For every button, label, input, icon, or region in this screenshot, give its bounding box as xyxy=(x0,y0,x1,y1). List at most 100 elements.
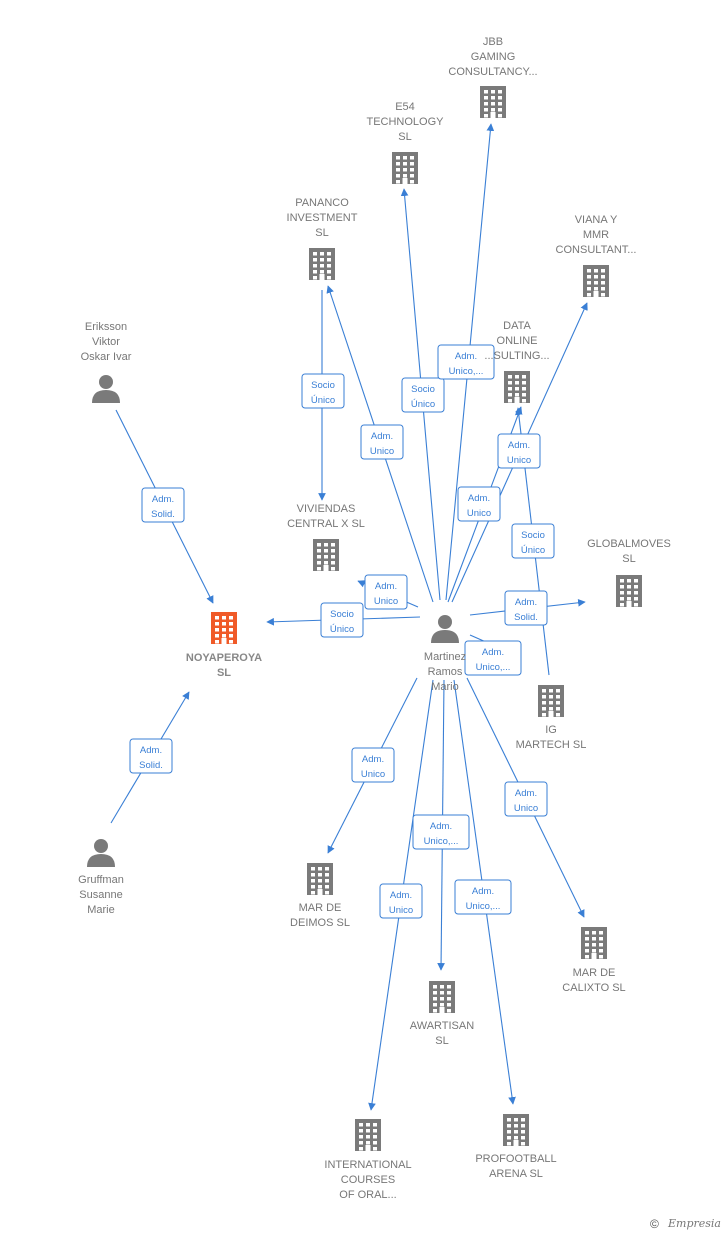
node-label-line: CONSULTANT... xyxy=(556,244,637,256)
edge-tag-box xyxy=(454,879,512,915)
node-dataonline[interactable]: DATAONLINE...SULTING... xyxy=(484,320,550,403)
edge-tag-text: Adm. xyxy=(455,351,477,362)
edge-tag-text: Adm. xyxy=(515,597,537,608)
building-icon xyxy=(309,248,335,280)
edge-tag-box xyxy=(351,747,395,783)
edge-tag-martinez-to-marcalixto[interactable]: Adm.Unico xyxy=(504,781,548,817)
building-icon xyxy=(211,612,237,644)
node-label-line: PROFOOTBALL xyxy=(475,1153,556,1165)
node-label-line: JBB xyxy=(483,36,503,48)
node-label-line: Ramos xyxy=(428,666,463,678)
edge-tag-martinez-to-profootball[interactable]: Adm. Unico,... xyxy=(454,879,512,915)
building-icon xyxy=(392,152,418,184)
edge-tag-text: Adm. xyxy=(472,886,494,897)
node-label-line: GLOBALMOVES xyxy=(587,538,671,550)
building-icon xyxy=(307,863,333,895)
building-icon xyxy=(616,575,642,607)
node-noyaperoya[interactable]: NOYAPEROYA SL xyxy=(186,612,262,679)
edge-tag-text: Adm. xyxy=(152,494,174,505)
edge-tag-text: Unico xyxy=(389,905,413,916)
node-label-line: NOYAPEROYA xyxy=(186,652,262,664)
node-jbb[interactable]: JBBGAMINGCONSULTANCY... xyxy=(448,36,538,118)
node-label-line: MAR DE xyxy=(299,902,342,914)
edge-tag-box xyxy=(464,640,522,676)
edge-tag-text: Único xyxy=(411,399,435,410)
person-icon xyxy=(92,375,120,403)
node-awartisan[interactable]: AWARTISAN SL xyxy=(410,981,474,1047)
edge-tag-martinez-to-viana[interactable]: Adm.Unico xyxy=(457,486,501,522)
node-label-line: Eriksson xyxy=(85,321,127,333)
brand-logo-text[interactable]: Empresia xyxy=(667,1217,721,1230)
edge-tag-eriksson-to-noyaperoya[interactable]: Adm.Solid. xyxy=(141,487,185,523)
edge-tag-text: Unico xyxy=(374,596,398,607)
edge-tag-martinez-to-pananco[interactable]: Adm.Unico xyxy=(360,424,404,460)
edge-tag-text: Adm. xyxy=(508,440,530,451)
edge-tag-box xyxy=(379,883,423,919)
node-label-line: VIANA Y xyxy=(575,214,618,226)
node-label-line: CALIXTO SL xyxy=(562,982,625,994)
edge-tag-box xyxy=(301,373,345,409)
edge-tag-box xyxy=(320,602,364,638)
node-label-line: INVESTMENT xyxy=(287,212,358,224)
node-label-line: SL xyxy=(622,553,635,565)
copyright-symbol: © xyxy=(650,1217,659,1231)
edge-tag-box xyxy=(437,344,495,380)
node-label-line: SL xyxy=(217,667,231,679)
edge-tag-martinez-to-igmartech[interactable]: Adm.Unico,... xyxy=(464,640,522,676)
node-label-line: MMR xyxy=(583,229,609,241)
edge-tag-text: Adm. xyxy=(430,821,452,832)
node-label-line: Gruffman xyxy=(78,874,124,886)
edge-tag-text: Único xyxy=(521,545,545,556)
edge-tag-text: Socio xyxy=(521,530,545,541)
edge-tag-martinez-to-mardeimos[interactable]: Adm.Unico xyxy=(351,747,395,783)
edge-tag-text: Adm. xyxy=(140,745,162,756)
building-icon xyxy=(480,86,506,118)
node-label-line: SL xyxy=(398,131,411,143)
node-viana[interactable]: VIANA Y MMR CONSULTANT... xyxy=(556,214,637,297)
node-label-line: SL xyxy=(435,1035,448,1047)
node-label-line: DATA xyxy=(503,320,531,332)
edge-tag-box xyxy=(412,814,470,850)
edge-tag-martinez-to-globalmoves[interactable]: Adm.Solid. xyxy=(504,590,548,626)
edge-tag-martinez-to-international[interactable]: Adm.Unico xyxy=(379,883,423,919)
edge-tag-box xyxy=(504,590,548,626)
node-label-line: OF ORAL... xyxy=(339,1189,396,1201)
node-globalmoves[interactable]: GLOBALMOVES SL xyxy=(587,538,671,607)
edge-tag-box xyxy=(511,523,555,559)
building-icon xyxy=(313,539,339,571)
edge-tag-martinez-to-jbb[interactable]: Adm.Unico,... xyxy=(437,344,495,380)
node-label-line: Susanne xyxy=(79,889,122,901)
edge-tag-text: Unico,... xyxy=(424,836,459,847)
edge-tag-text: Unico,... xyxy=(466,901,501,912)
node-label-line: Mario xyxy=(431,681,459,693)
node-label-line: AWARTISAN xyxy=(410,1020,474,1032)
edge-tag-box xyxy=(457,486,501,522)
edge-tag-martinez-to-viviendas[interactable]: Adm. Unico xyxy=(364,574,408,610)
edge-tag-martinez-to-dataonline[interactable]: Adm.Unico xyxy=(497,433,541,469)
node-label-line: MARTECH SL xyxy=(516,739,587,751)
footer: © Empresia xyxy=(650,1217,721,1231)
edge-tag-text: Adm. xyxy=(375,581,397,592)
edge-tag-text: Unico xyxy=(467,508,491,519)
edge-tag-text: Único xyxy=(330,624,354,635)
edge-tag-gruffman-to-noyaperoya[interactable]: Adm.Solid. xyxy=(129,738,173,774)
node-label-line: INTERNATIONAL xyxy=(324,1159,411,1171)
edge-tag-box xyxy=(504,781,548,817)
node-label-line: VIVIENDAS xyxy=(297,503,356,515)
edge-tag-martinez-to-awartisan[interactable]: Adm. Unico,... xyxy=(412,814,470,850)
